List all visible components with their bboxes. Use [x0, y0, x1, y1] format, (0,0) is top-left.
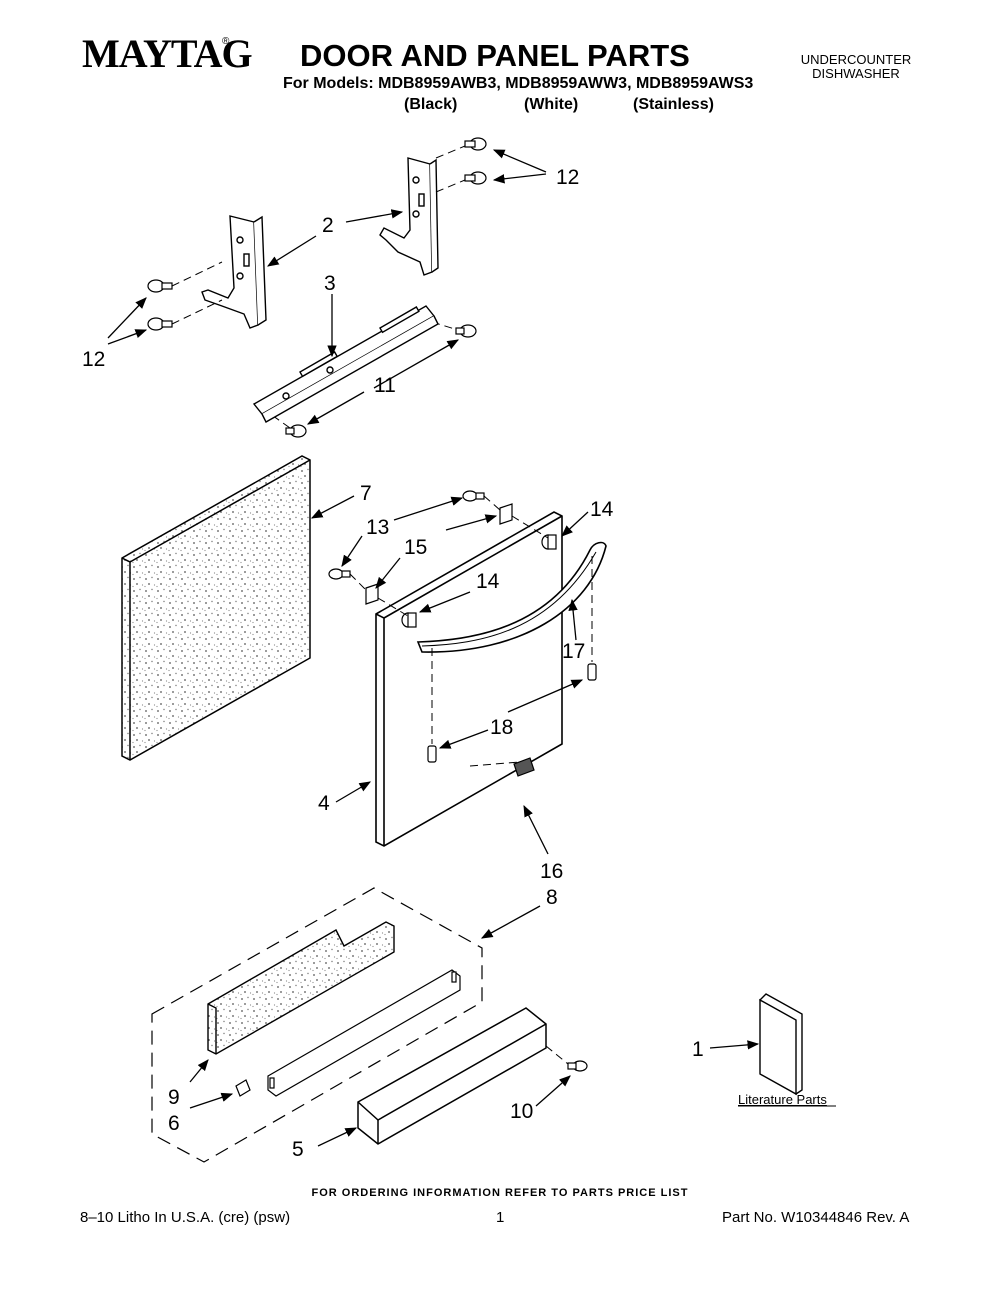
kickplate-assembly-boundary: [151, 887, 483, 1163]
door-handle: [416, 541, 607, 653]
toe-panel-insulation: [207, 921, 395, 1055]
callout-11: 11: [374, 374, 396, 397]
clip: [235, 1079, 251, 1097]
leader-arrows: [107, 149, 760, 1147]
variant-white: (White): [524, 96, 579, 113]
callout-13: 13: [366, 516, 389, 539]
callout-numbers: 12 2 3 12 11 7 14 13 15 14 17 18 4 16 8 …: [82, 166, 704, 1161]
callout-12-top: 12: [556, 166, 579, 189]
door-bracket-left: [201, 215, 267, 329]
page-number: 1: [496, 1209, 505, 1226]
insulation-panel: [121, 455, 311, 761]
variant-stainless: (Stainless): [633, 96, 714, 113]
category-line-2: DISHWASHER: [812, 66, 900, 81]
callout-7: 7: [360, 482, 372, 505]
plates-and-screws: [328, 490, 513, 605]
part-number: Part No. W10344846 Rev. A: [722, 1209, 910, 1226]
callout-5: 5: [292, 1138, 304, 1161]
registered-mark: ®: [222, 36, 230, 47]
rail-screws-11: [285, 324, 477, 438]
brand-logo: MAYTAG: [82, 31, 253, 76]
callout-3: 3: [324, 272, 336, 295]
spacers-and-badge: [427, 663, 597, 777]
literature-booklet: [759, 993, 803, 1096]
callout-1: 1: [692, 1038, 704, 1061]
toe-screw-guide: [545, 1045, 569, 1065]
door-bracket-right: [379, 157, 439, 276]
callout-9: 9: [168, 1086, 180, 1109]
callout-14-left: 14: [476, 570, 500, 593]
outer-door-panel: [375, 511, 563, 847]
litho-line: 8–10 Litho In U.S.A. (cre) (psw): [80, 1209, 291, 1226]
mounting-rail: [252, 305, 439, 423]
models-line: For Models: MDB8959AWB3, MDB8959AWW3, MD…: [283, 75, 754, 92]
callout-15: 15: [404, 536, 427, 559]
handle-posts: [401, 534, 557, 628]
variant-black: (Black): [404, 96, 458, 113]
panel-guide-lines: [349, 495, 593, 767]
ordering-note: FOR ORDERING INFORMATION REFER TO PARTS …: [311, 1187, 689, 1199]
callout-12-left: 12: [82, 348, 105, 371]
page-title: DOOR AND PANEL PARTS: [300, 38, 690, 73]
category-line-1: UNDERCOUNTER: [800, 52, 912, 67]
callout-4: 4: [318, 792, 330, 815]
callout-14-right: 14: [590, 498, 614, 521]
callout-16: 16: [540, 860, 563, 883]
literature-parts-label: Literature Parts: [738, 1092, 827, 1107]
toe-panel-screw: [567, 1060, 588, 1072]
kick-panel-strip: [267, 969, 461, 1097]
toe-panel: [357, 1007, 547, 1145]
callout-8: 8: [546, 886, 558, 909]
callout-17: 17: [562, 640, 585, 663]
callout-10: 10: [510, 1100, 533, 1123]
callout-18: 18: [490, 716, 513, 739]
screws-12: [147, 137, 487, 331]
callout-6: 6: [168, 1112, 180, 1135]
callout-2: 2: [322, 214, 334, 237]
